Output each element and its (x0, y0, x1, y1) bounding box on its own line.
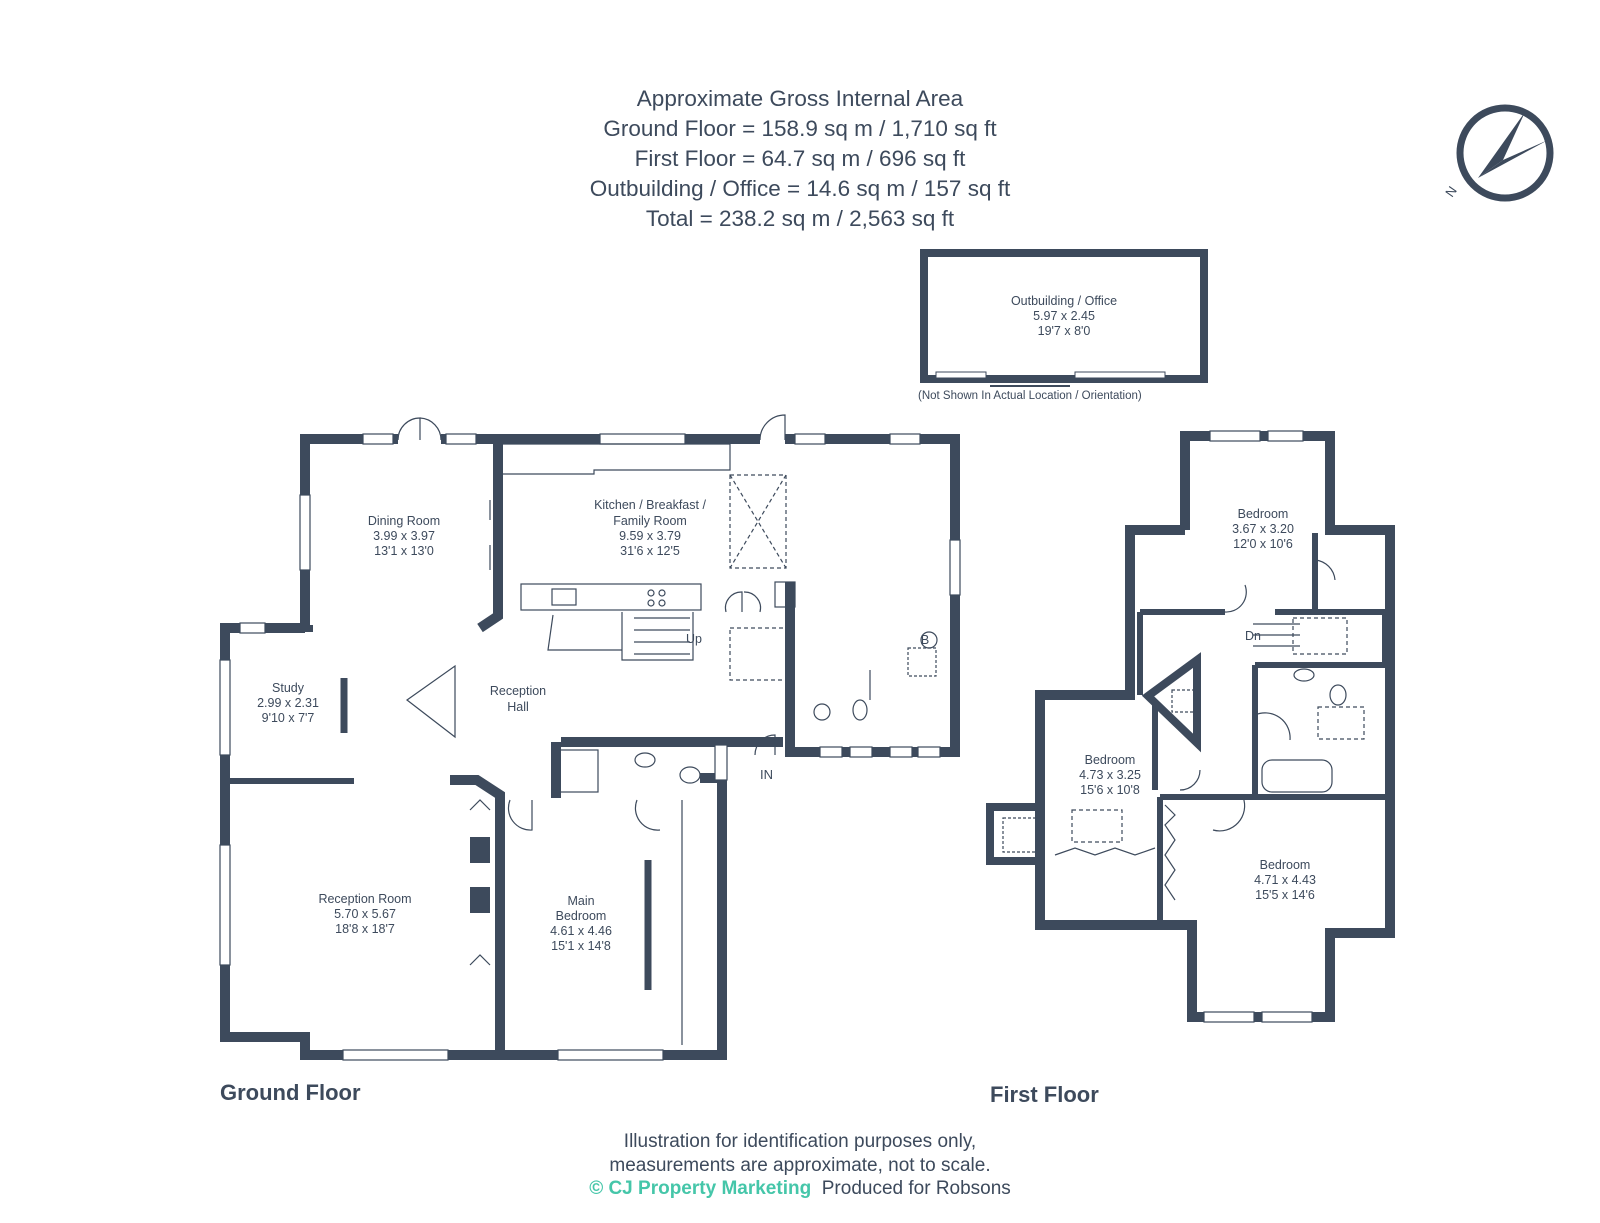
reception-room-metric: 5.70 x 5.67 (334, 907, 396, 921)
credit-line: © CJ Property Marketing Produced for Rob… (0, 1177, 1600, 1201)
bedroom-right-name: Bedroom (1260, 858, 1311, 872)
ground-floor-windows (219, 433, 961, 1061)
outbuilding-note: (Not Shown In Actual Location / Orientat… (918, 390, 1142, 402)
ground-floor-title: Ground Floor (220, 1080, 361, 1105)
outbuilding-name: Outbuilding / Office (1011, 294, 1117, 308)
compass-north-icon: N (1442, 104, 1554, 202)
main-bedroom-imperial: 15'1 x 14'8 (551, 939, 611, 953)
disclaimer-footer: Illustration for identification purposes… (0, 1130, 1600, 1201)
bedroom-right-metric: 4.71 x 4.43 (1254, 873, 1316, 887)
ground-floor-plan (220, 434, 960, 1060)
kitchen-name-line1: Kitchen / Breakfast / (594, 498, 706, 512)
dining-room-imperial: 13'1 x 13'0 (374, 544, 434, 558)
reception-hall-name-line2: Hall (507, 700, 529, 714)
total-area: Total = 238.2 sq m / 2,563 sq ft (645, 206, 955, 231)
bedroom-left-metric: 4.73 x 3.25 (1079, 768, 1141, 782)
produced-for: Produced for Robsons (821, 1178, 1011, 1199)
area-title: Approximate Gross Internal Area (636, 86, 964, 111)
outbuilding-plan: Outbuilding / Office 5.97 x 2.45 19'7 x … (920, 249, 1208, 387)
kitchen-name-line2: Family Room (613, 514, 687, 528)
boiler-label: B (921, 633, 929, 647)
study-name: Study (272, 681, 305, 695)
ground-floor-labels: Dining Room 3.99 x 3.97 13'1 x 13'0 Kitc… (257, 498, 929, 953)
study-metric: 2.99 x 2.31 (257, 696, 319, 710)
study-imperial: 9'10 x 7'7 (262, 711, 315, 725)
bedroom-left-name: Bedroom (1085, 753, 1136, 767)
compass-letter: N (1442, 183, 1460, 199)
main-bedroom-name-line1: Main (567, 894, 594, 908)
first-floor-windows (1203, 430, 1313, 1023)
reception-hall-name-line1: Reception (490, 684, 546, 698)
first-floor-title: First Floor (990, 1082, 1099, 1107)
reception-room-name: Reception Room (318, 892, 411, 906)
bedroom-top-imperial: 12'0 x 10'6 (1233, 537, 1293, 551)
entrance-label: IN (760, 767, 773, 782)
stairs-up-label: Up (686, 632, 702, 646)
kitchen-metric: 9.59 x 3.79 (619, 529, 681, 543)
area-summary: Approximate Gross Internal Area Ground F… (0, 84, 1600, 234)
disclaimer-line2: measurements are approximate, not to sca… (609, 1154, 991, 1176)
first-floor-labels: Bedroom 3.67 x 3.20 12'0 x 10'6 Bedroom … (1079, 507, 1316, 902)
first-floor-plan (986, 431, 1395, 1022)
bedroom-right-imperial: 15'5 x 14'6 (1255, 888, 1315, 902)
first-floor-area: First Floor = 64.7 sq m / 696 sq ft (634, 146, 966, 171)
outbuilding-imperial: 19'7 x 8'0 (1038, 324, 1091, 338)
reception-room-imperial: 18'8 x 18'7 (335, 922, 395, 936)
dining-room-metric: 3.99 x 3.97 (373, 529, 435, 543)
stairs-down-label: Dn (1245, 629, 1261, 643)
ground-floor-fixtures (397, 414, 938, 1045)
bedroom-top-metric: 3.67 x 3.20 (1232, 522, 1294, 536)
dining-room-name: Dining Room (368, 514, 440, 528)
brand-credit: © CJ Property Marketing (589, 1178, 812, 1199)
outbuilding-area: Outbuilding / Office = 14.6 sq m / 157 s… (589, 176, 1011, 201)
main-bedroom-name-line2: Bedroom (556, 909, 607, 923)
first-floor-fixtures (1002, 559, 1365, 901)
bedroom-left-imperial: 15'6 x 10'8 (1080, 783, 1140, 797)
ground-floor-area: Ground Floor = 158.9 sq m / 1,710 sq ft (603, 116, 997, 141)
disclaimer-line1: Illustration for identification purposes… (623, 1131, 977, 1152)
bedroom-top-name: Bedroom (1238, 507, 1289, 521)
main-bedroom-metric: 4.61 x 4.46 (550, 924, 612, 938)
outbuilding-metric: 5.97 x 2.45 (1033, 309, 1095, 323)
kitchen-imperial: 31'6 x 12'5 (620, 544, 680, 558)
